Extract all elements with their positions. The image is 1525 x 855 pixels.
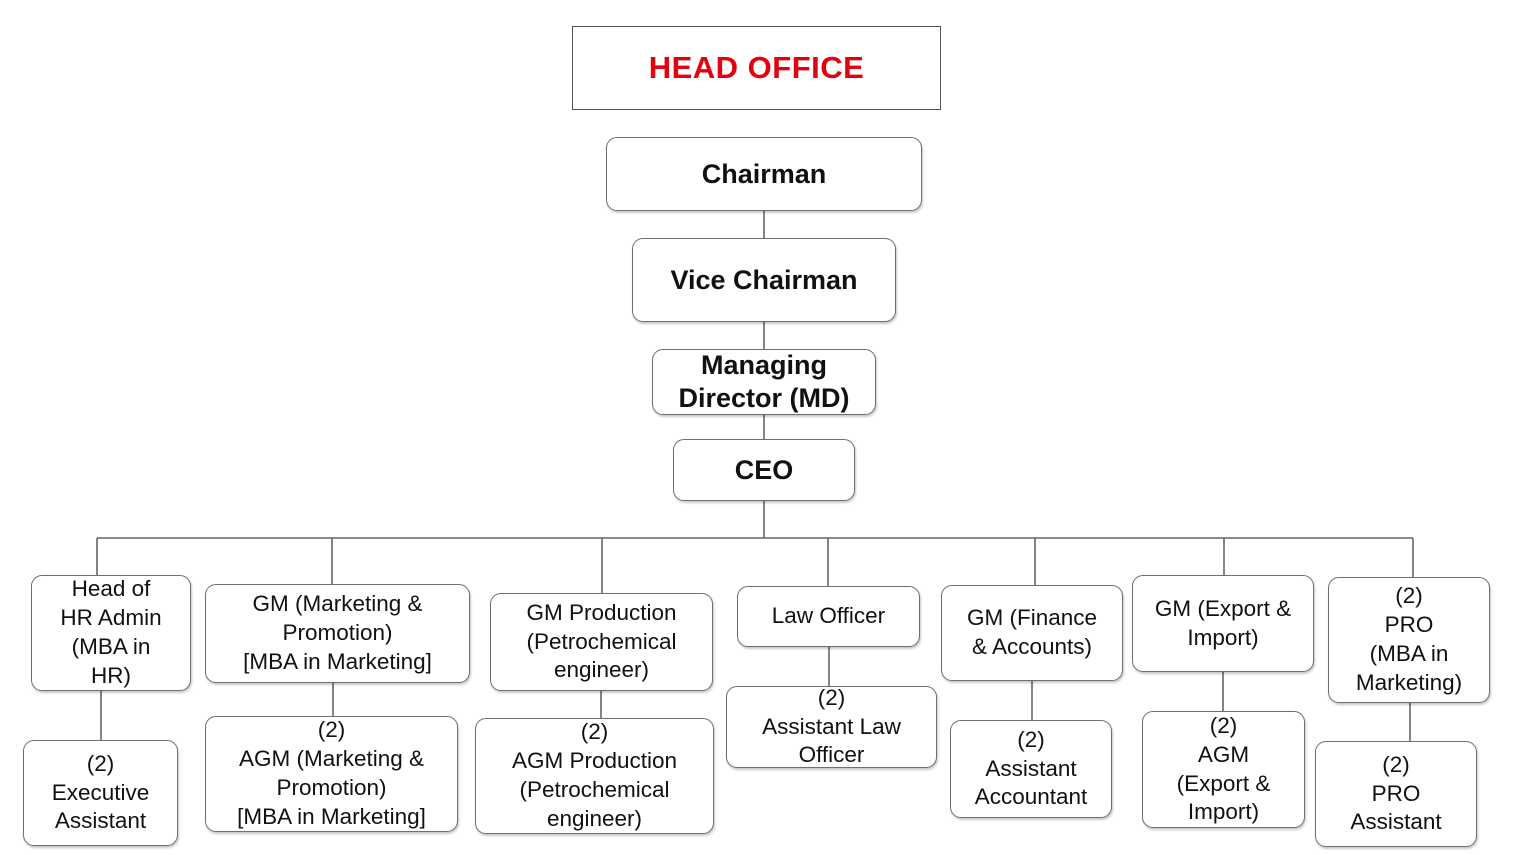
hr-admin-head-box: Head of HR Admin (MBA in HR) [31,575,191,691]
pro-assistant-box: (2) PRO Assistant [1315,741,1477,847]
marketing-gm-box: GM (Marketing & Promotion) [MBA in Marke… [205,584,470,683]
executive-assistant-box: (2) Executive Assistant [23,740,178,846]
production-gm-box: GM Production (Petrochemical engineer) [490,593,713,691]
assistant-law-officer-box: (2) Assistant Law Officer [726,685,937,768]
finance-gm-box: GM (Finance & Accounts) [941,585,1123,681]
export-import-gm-box: GM (Export & Import) [1132,575,1314,672]
vice-chairman-box: Vice Chairman [632,238,896,322]
law-officer-box: Law Officer [737,586,920,647]
managing-director-box: Managing Director (MD) [652,349,876,415]
marketing-agm-box: (2) AGM (Marketing & Promotion) [MBA in … [205,716,458,832]
pro-box: (2) PRO (MBA in Marketing) [1328,577,1490,703]
export-import-agm-box: (2) AGM (Export & Import) [1142,711,1305,828]
head-office-label: HEAD OFFICE [648,50,865,85]
ceo-box: CEO [673,439,855,501]
chairman-box: Chairman [606,137,922,211]
head-office-title: HEAD OFFICE [572,26,941,110]
assistant-accountant-box: (2) Assistant Accountant [950,720,1112,818]
production-agm-box: (2) AGM Production (Petrochemical engine… [475,718,714,834]
